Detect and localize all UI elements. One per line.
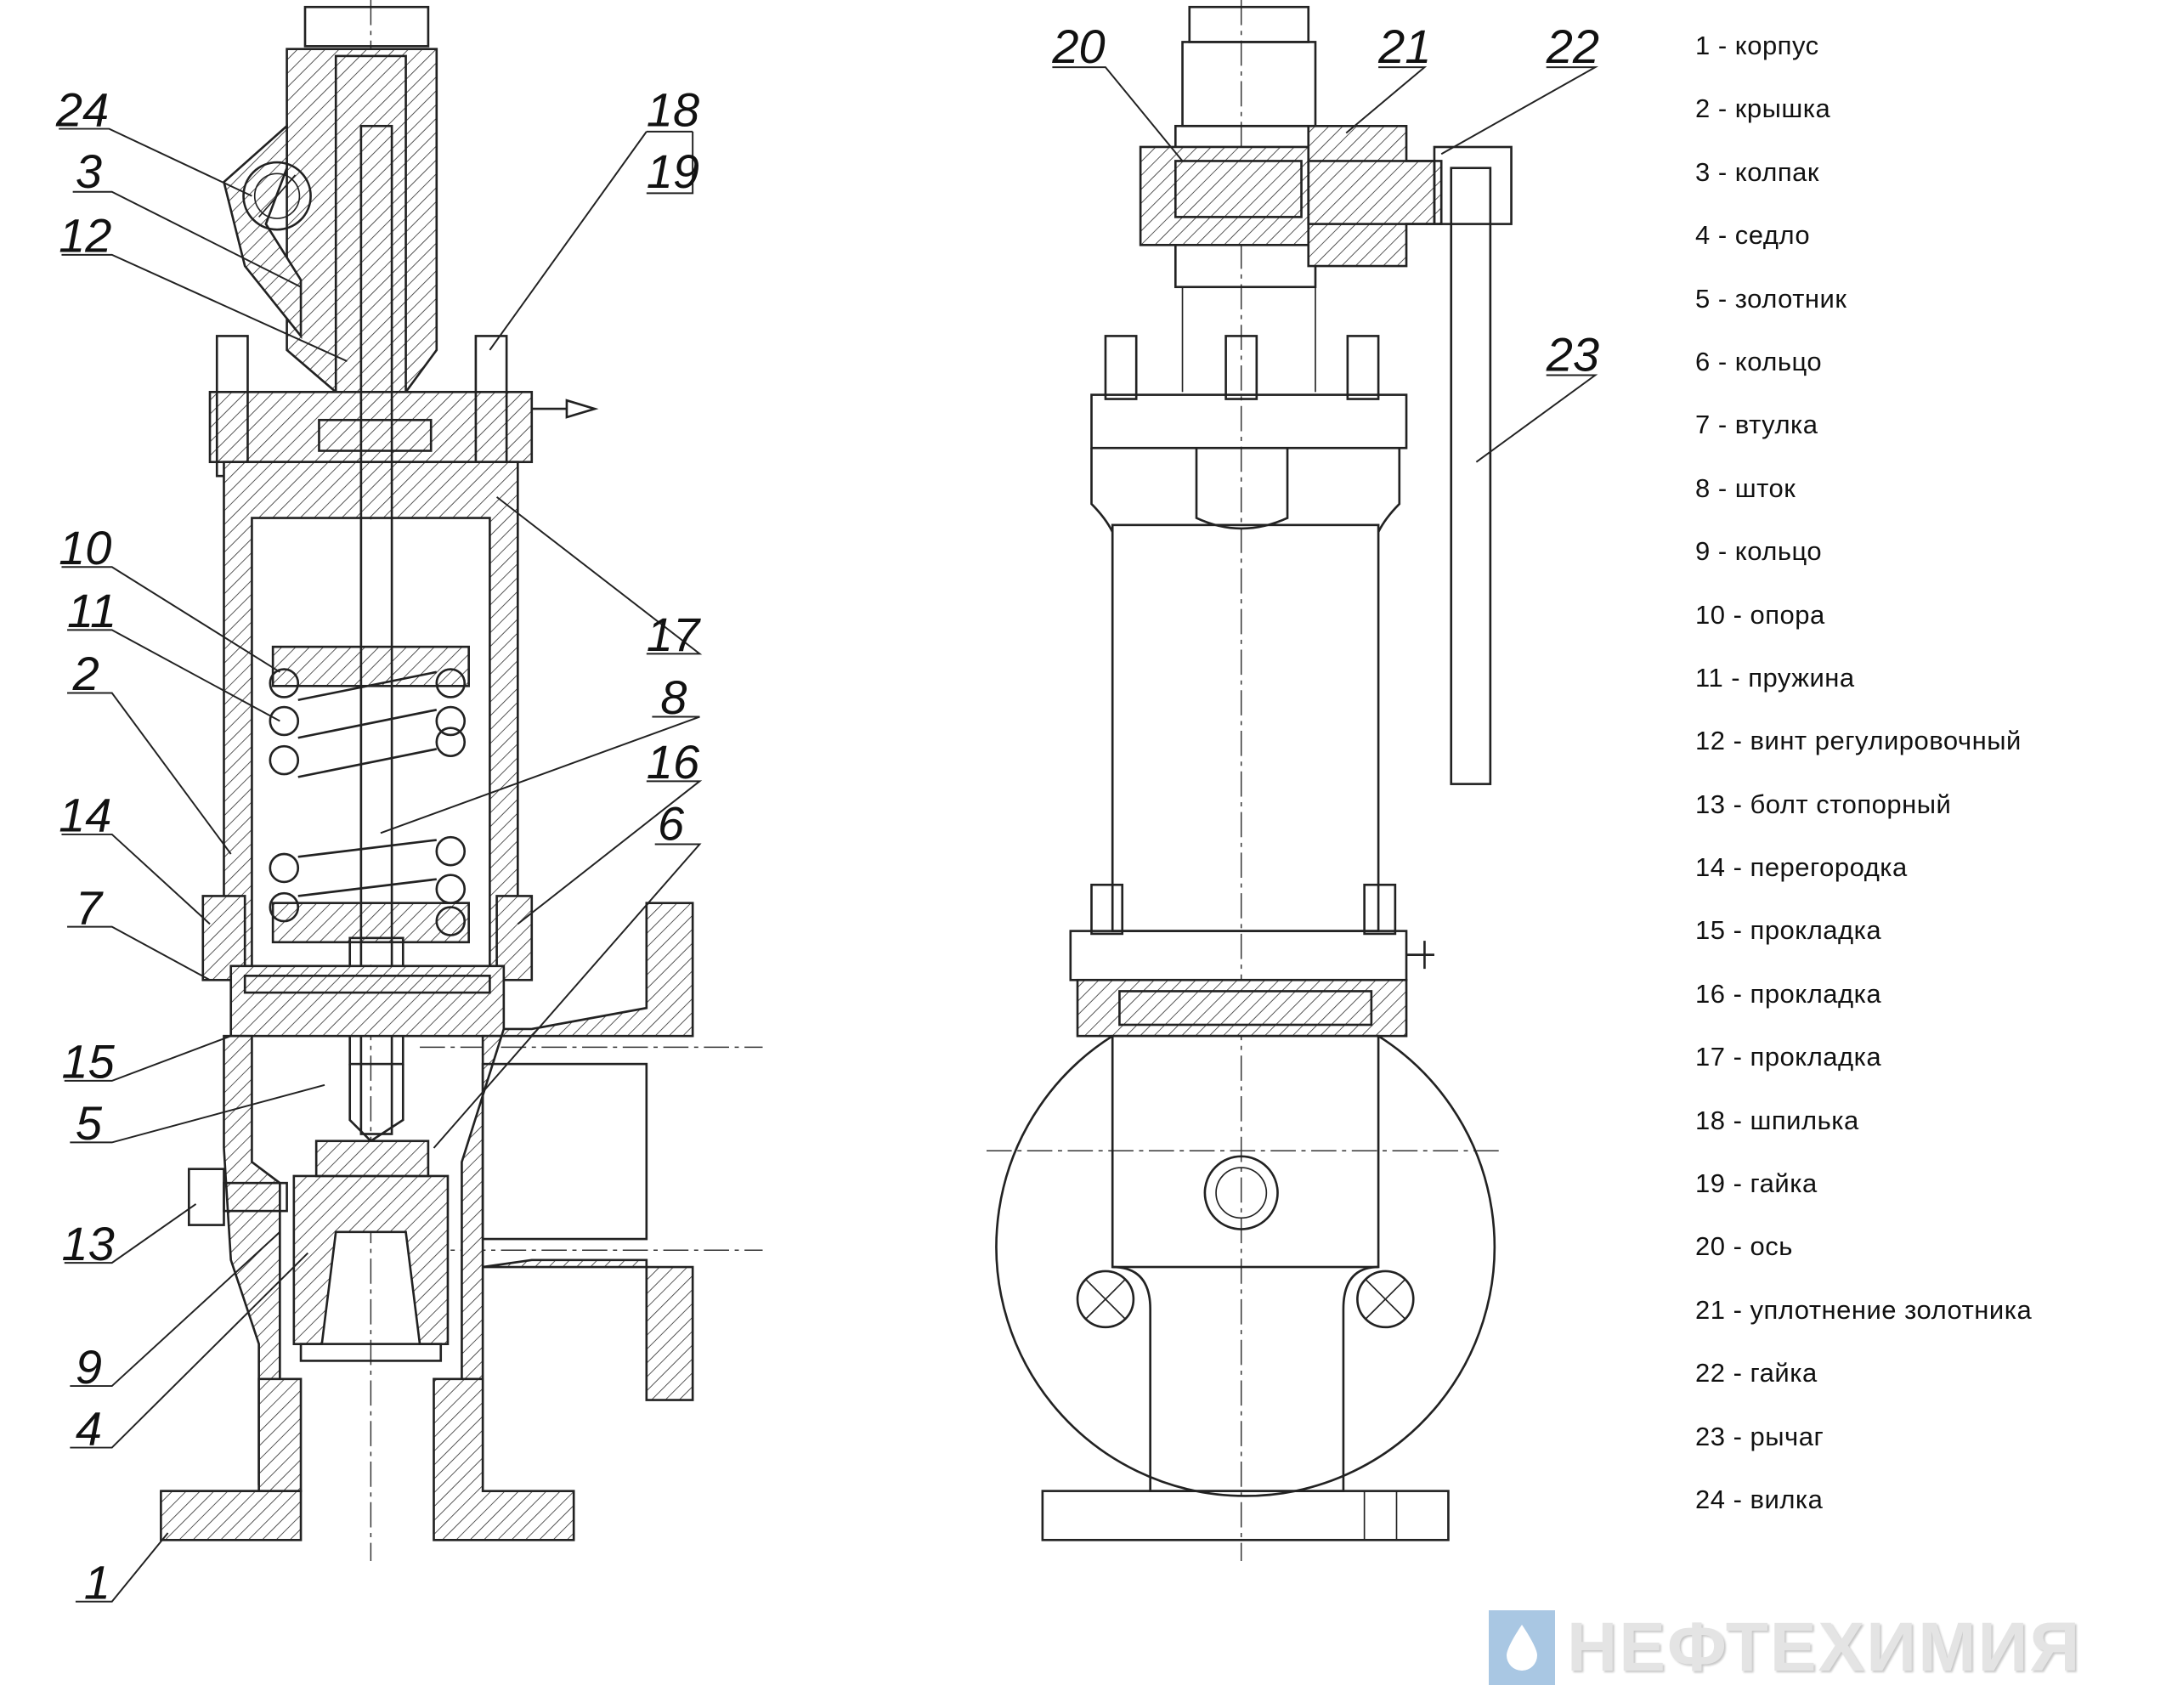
callout-18: 18 bbox=[647, 82, 699, 136]
legend-item: 13 - болт стопорный bbox=[1695, 789, 1952, 819]
legend-item: 2 - крышка bbox=[1695, 93, 1831, 124]
callout-2: 2 bbox=[72, 647, 99, 700]
callout-17: 17 bbox=[647, 608, 701, 661]
callout-16: 16 bbox=[647, 735, 700, 789]
watermark: НЕФТЕХИМИЯ bbox=[1489, 1608, 2081, 1688]
callout-5: 5 bbox=[76, 1096, 103, 1150]
legend-item: 6 - кольцо bbox=[1695, 346, 1823, 376]
callout-13: 13 bbox=[61, 1217, 114, 1270]
callout-22: 22 bbox=[1546, 20, 1599, 73]
legend-item: 9 - кольцо bbox=[1695, 536, 1823, 567]
callout-19: 19 bbox=[647, 144, 699, 198]
drop-icon bbox=[1489, 1610, 1555, 1685]
legend-item: 16 - прокладка bbox=[1695, 978, 1882, 1009]
legend-item: 1 - корпус bbox=[1695, 31, 1819, 60]
callout-8: 8 bbox=[660, 670, 687, 724]
legend-item: 10 - опора bbox=[1695, 599, 1825, 630]
section-view: 24 3 12 18 19 10 11 2 17 8 16 6 14 7 15 … bbox=[55, 0, 763, 1609]
callout-3: 3 bbox=[76, 144, 102, 198]
parts-legend: 1 - корпус 2 - крышка 3 - колпак 4 - сед… bbox=[1695, 29, 2032, 1546]
front-view: 20 21 22 23 bbox=[986, 0, 1599, 1562]
legend-item: 24 - вилка bbox=[1695, 1484, 1824, 1514]
callout-20: 20 bbox=[1051, 20, 1105, 73]
legend-item: 5 - золотник bbox=[1695, 283, 1847, 314]
legend-item: 12 - винт регулировочный bbox=[1695, 726, 2022, 756]
legend-item: 19 - гайка bbox=[1695, 1168, 1818, 1199]
callout-15: 15 bbox=[61, 1035, 115, 1089]
legend-item: 15 - прокладка bbox=[1695, 915, 1882, 946]
legend-item: 23 - рычаг bbox=[1695, 1421, 1824, 1451]
legend-item: 3 - колпак bbox=[1695, 156, 1819, 187]
callout-4: 4 bbox=[76, 1401, 102, 1455]
callout-12: 12 bbox=[59, 209, 111, 263]
legend-item: 18 - шпилька bbox=[1695, 1105, 1859, 1135]
legend-item: 21 - уплотнение золотника bbox=[1695, 1294, 2033, 1325]
legend-item: 4 - седло bbox=[1695, 220, 1811, 251]
callout-23: 23 bbox=[1546, 328, 1599, 382]
legend-item: 17 - прокладка bbox=[1695, 1042, 1882, 1072]
callout-1: 1 bbox=[84, 1555, 110, 1609]
callout-11: 11 bbox=[67, 584, 116, 637]
callout-14: 14 bbox=[59, 789, 111, 842]
legend-item: 11 - пружина bbox=[1695, 662, 1855, 693]
callout-6: 6 bbox=[658, 797, 685, 851]
callout-7: 7 bbox=[76, 880, 104, 934]
callout-9: 9 bbox=[76, 1340, 102, 1394]
legend-item: 14 - перегородка bbox=[1695, 852, 1908, 883]
legend-item: 20 - ось bbox=[1695, 1231, 1793, 1262]
callout-21: 21 bbox=[1377, 20, 1431, 73]
legend-item: 8 - шток bbox=[1695, 472, 1796, 503]
callout-10: 10 bbox=[59, 521, 111, 574]
legend-item: 22 - гайка bbox=[1695, 1358, 1818, 1388]
callout-24: 24 bbox=[55, 82, 109, 136]
legend-item: 7 - втулка bbox=[1695, 410, 1818, 440]
watermark-text: НЕФТЕХИМИЯ bbox=[1567, 1609, 2082, 1686]
